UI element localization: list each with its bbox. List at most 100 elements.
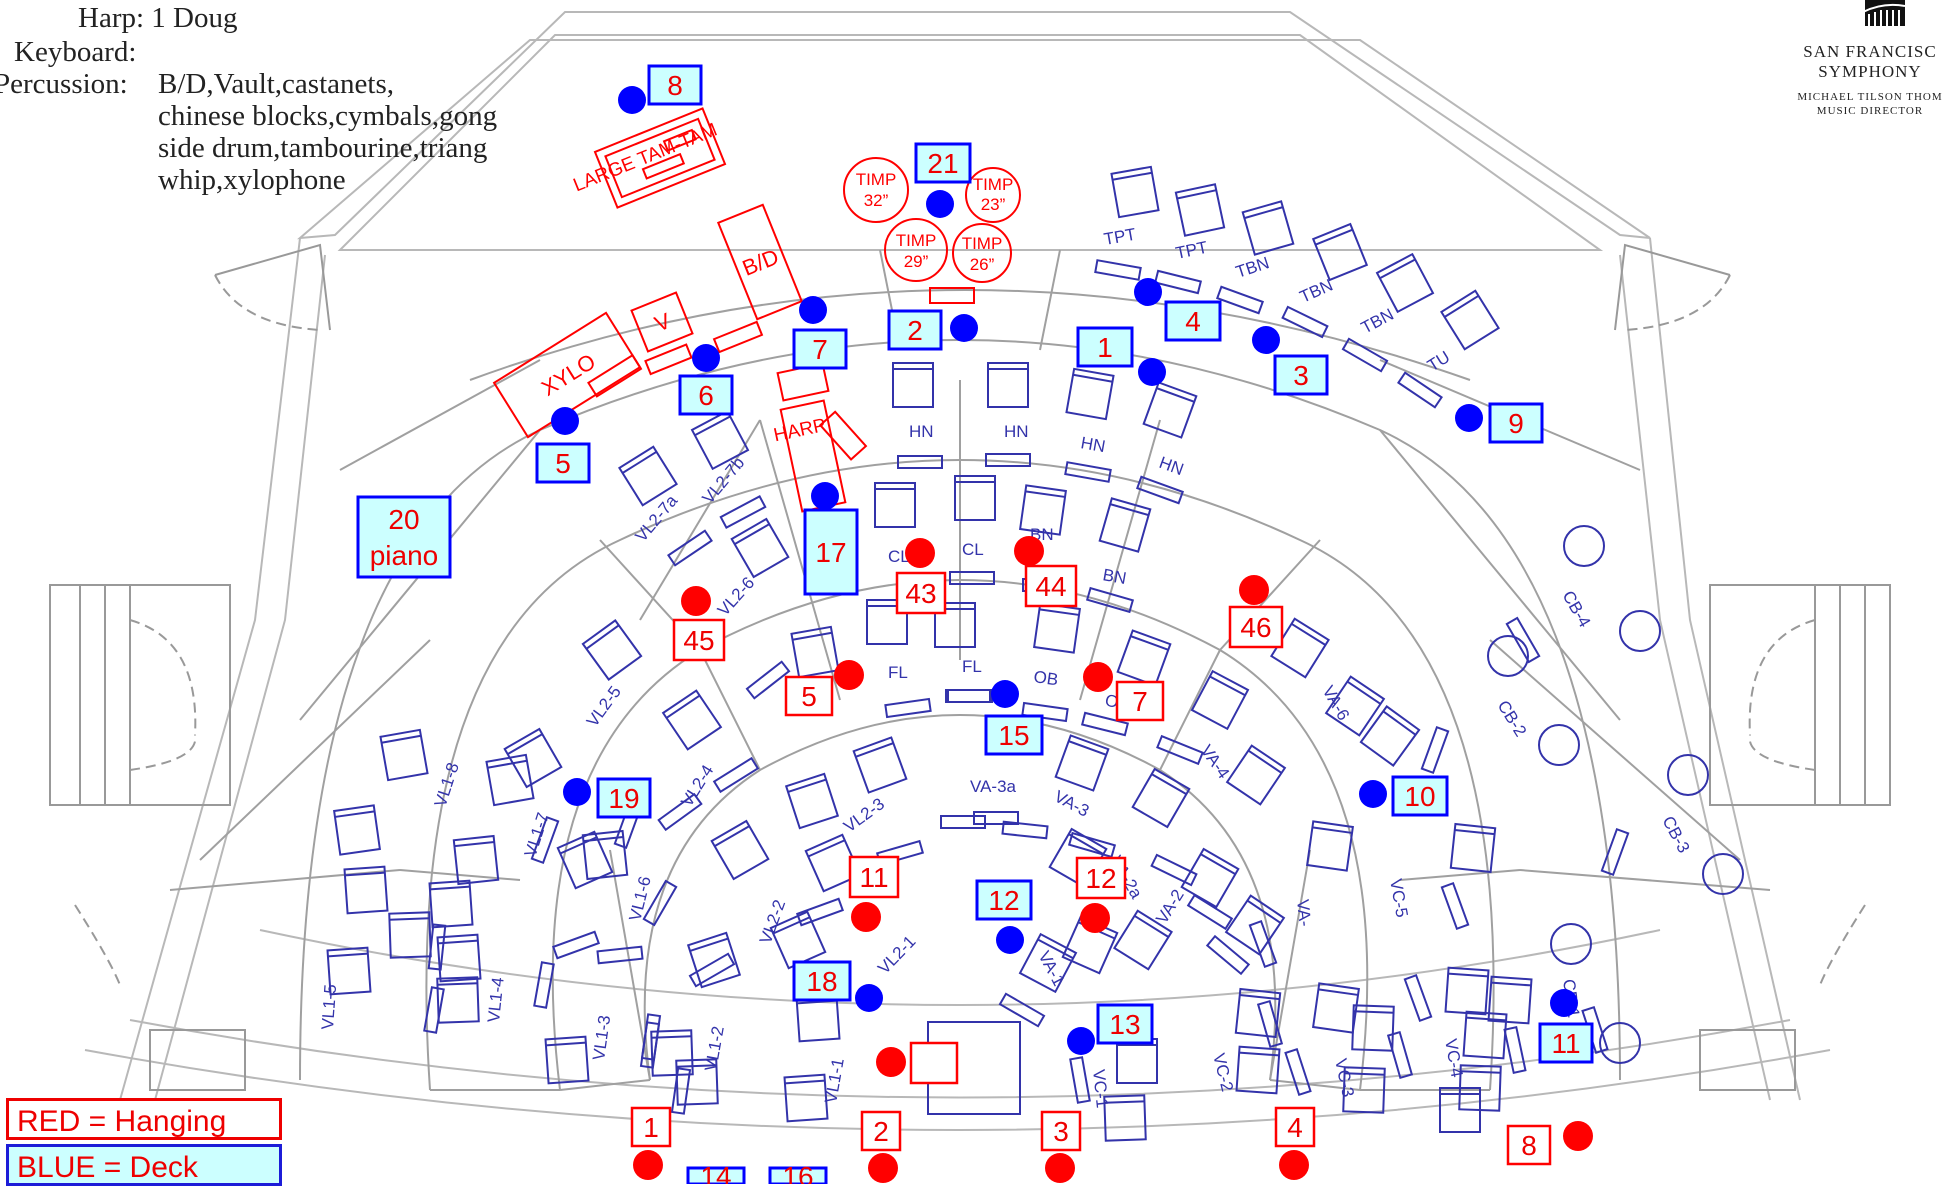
- hanging-mic-label: 3: [1053, 1116, 1069, 1147]
- deck-mic-box: [1391, 775, 1449, 817]
- section-label-vl2-5: VL2-5: [583, 682, 625, 730]
- section-label-vl2-1: VL2-1: [874, 932, 919, 978]
- chair: [379, 728, 429, 782]
- chair: [1033, 602, 1081, 654]
- music-stand: [1135, 475, 1185, 505]
- music-stand: [1156, 734, 1204, 766]
- hanging-mic-dot: [876, 1047, 906, 1077]
- chair: [1444, 966, 1490, 1016]
- chair: [1110, 165, 1160, 219]
- chair: [1234, 987, 1282, 1039]
- deck-mic-11: 11: [1538, 989, 1594, 1064]
- hanging-mic-box: [895, 571, 947, 615]
- chair: [333, 804, 381, 856]
- chair: [1019, 484, 1067, 536]
- hanging-mic-box: [1115, 680, 1165, 722]
- chair: [1440, 289, 1500, 351]
- deck-mic-2: 2: [887, 309, 978, 351]
- deck-mic-label: 5: [555, 448, 571, 479]
- section-label-vl1-6: VL1-6: [625, 874, 654, 923]
- deck-mic-8: 8: [618, 64, 703, 114]
- section-label-va-6: VA-6: [1319, 683, 1354, 724]
- music-stand: [1067, 831, 1117, 859]
- deck-mic-10: 10: [1359, 775, 1449, 817]
- hanging-mic-box: [630, 1106, 672, 1148]
- chair: [1018, 932, 1078, 994]
- deck-mic-label: 19: [608, 783, 639, 814]
- section-label-cl-2: CL: [962, 540, 984, 559]
- chair: [618, 445, 678, 507]
- hanging-mic-44: 44: [1014, 536, 1078, 608]
- section-label-vl1-5: VL1-5: [318, 984, 340, 1031]
- music-stand: [947, 689, 993, 703]
- chair: [790, 625, 840, 679]
- hanging-mic-7: 7: [1083, 662, 1165, 722]
- section-label-vl1-1: VL1-1: [821, 1057, 848, 1105]
- hanging-mic-label: 4: [1287, 1112, 1303, 1143]
- chair: [1462, 1010, 1508, 1060]
- timpani-23-label-line2: 23”: [981, 195, 1006, 214]
- chair: [852, 736, 908, 794]
- section-label-vl1-4: VL1-4: [484, 976, 508, 1023]
- music-stand: [596, 945, 644, 965]
- deck-mic-label: 10: [1404, 781, 1435, 812]
- music-stand: [688, 952, 736, 988]
- hanging-mic-12: 12: [1075, 856, 1127, 933]
- deck-mic-dot: [1067, 1027, 1095, 1055]
- chair: [544, 1035, 590, 1085]
- music-stand: [1150, 853, 1198, 887]
- hanging-mic-45: 45: [672, 586, 726, 662]
- hanging-mic-dot: [1563, 1121, 1593, 1151]
- section-label-vc-4: VC-4: [1441, 1037, 1466, 1078]
- deck-mic-label: 9: [1508, 408, 1524, 439]
- chair: [1065, 367, 1115, 421]
- chair: [1235, 1045, 1281, 1095]
- harp-line: Harp: 1 Doug: [78, 2, 237, 34]
- deck-mic-dot: [926, 190, 954, 218]
- chair: [1359, 705, 1421, 767]
- section-label-vl2-6: VL2-6: [714, 573, 758, 619]
- hanging-mic-2: 2: [860, 1110, 902, 1183]
- chair: [1054, 734, 1110, 792]
- section-label-vc-5: VC-5: [1386, 877, 1411, 918]
- music-stand: [1215, 285, 1265, 315]
- deck-mic-dot: [950, 314, 978, 342]
- chair: [436, 976, 480, 1024]
- hanging-mic-dot: [868, 1153, 898, 1183]
- side-doors: [49, 243, 1891, 1091]
- deck-mic-label: 21: [927, 148, 958, 179]
- section-label-tpt-2: TPT: [1174, 238, 1209, 263]
- chair: [690, 409, 750, 471]
- chair: [1311, 222, 1369, 282]
- section-label-vl1-3: VL1-3: [589, 1014, 614, 1062]
- logo-name-line2: SYMPHONY: [1818, 62, 1922, 81]
- hanging-mic-dot: [905, 538, 935, 568]
- hanging-mic-label: 5: [801, 681, 817, 712]
- deck-mic-dot: [811, 482, 839, 510]
- percussion-list-line-3: side drum,tambourine,triang: [158, 132, 488, 164]
- section-label-bn-2: BN: [1101, 565, 1128, 588]
- music-stand: [1205, 934, 1251, 976]
- music-stand: [1256, 999, 1284, 1049]
- hanging-mic-dot: [1080, 903, 1110, 933]
- chair: [769, 910, 827, 970]
- chair: [581, 619, 643, 681]
- hanging-mic-box: [1506, 1124, 1552, 1166]
- section-label-tu: TU: [1424, 347, 1453, 375]
- legend-deck: BLUE = Deck: [6, 1144, 282, 1186]
- deck-mic-label: 7: [812, 334, 828, 365]
- chair: [1113, 909, 1173, 971]
- chair: [1224, 894, 1286, 956]
- deck-mic-box: [914, 142, 972, 184]
- hanging-mic-label: 8: [1521, 1130, 1537, 1161]
- music-stand: [551, 930, 601, 960]
- music-stand: [1440, 881, 1470, 931]
- hall-logo-icon: [1862, 0, 1905, 26]
- deck-mic-12: 12: [975, 879, 1033, 954]
- music-stand: [1341, 337, 1389, 373]
- music-stand: [1284, 1047, 1312, 1097]
- deck-mic-3: 3: [1252, 326, 1329, 396]
- percussion-list: B/D,Vault,castanets, chinese blocks,cymb…: [158, 68, 497, 196]
